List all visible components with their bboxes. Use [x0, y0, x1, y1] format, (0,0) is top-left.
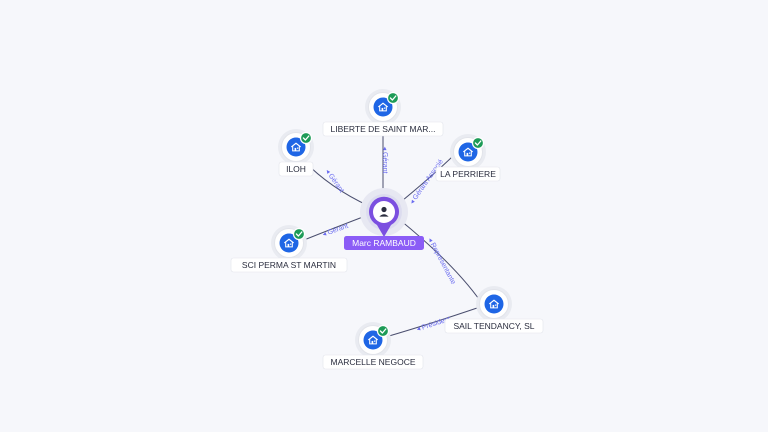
company-node-perriere[interactable]: LA PERRIERE — [435, 134, 501, 182]
building-icon-bg — [484, 294, 504, 314]
building-icon-bg — [286, 137, 306, 157]
relation-label-liberte: ◂ Gérant — [381, 147, 388, 174]
check-mark-icon — [389, 95, 397, 101]
verified-check-icon — [471, 136, 485, 150]
company-label-box — [278, 161, 314, 177]
verified-check-icon — [386, 91, 400, 105]
company-name: LIBERTE DE SAINT MAR... — [330, 124, 435, 134]
company-name: MARCELLE NEGOCE — [330, 357, 415, 367]
check-mark-icon — [474, 140, 482, 146]
verified-check-icon — [376, 324, 390, 338]
check-mark-icon — [295, 231, 303, 237]
building-icon-bg — [373, 97, 393, 117]
company-label-box — [230, 257, 348, 273]
relation-edge-marcelle — [388, 306, 481, 337]
company-name: ILOH — [286, 164, 306, 174]
person-icon-body — [379, 214, 389, 217]
company-node-iloh[interactable]: ILOH — [278, 129, 314, 177]
check-mark-icon — [379, 328, 387, 334]
person-label-box — [344, 236, 424, 250]
company-node-perma[interactable]: SCI PERMA ST MARTIN — [230, 225, 348, 273]
company-label-box — [322, 121, 444, 137]
relation-label-sail: ◂ Representante — [426, 237, 456, 286]
company-node-sail[interactable]: SAIL TENDANCY, SL — [444, 286, 544, 334]
verified-check-icon — [299, 131, 313, 145]
check-mark-icon — [302, 135, 310, 141]
company-name: LA PERRIERE — [440, 169, 496, 179]
company-node-liberte[interactable]: LIBERTE DE SAINT MAR... — [322, 89, 444, 137]
person-name: Marc RAMBAUD — [352, 238, 416, 248]
company-label-box — [444, 318, 544, 334]
relation-edge-sail — [399, 219, 482, 303]
company-label-box — [322, 354, 424, 370]
company-label-box — [435, 166, 501, 182]
relation-label-perriere: ◂ Gérant Associé — [409, 158, 445, 205]
relation-label-perma: ◂ Gérant — [322, 223, 350, 239]
verified-check-icon — [292, 227, 306, 241]
building-icon-bg — [458, 142, 478, 162]
company-name: SCI PERMA ST MARTIN — [242, 260, 336, 270]
person-node[interactable]: Marc RAMBAUD — [344, 188, 424, 250]
company-name: SAIL TENDANCY, SL — [453, 321, 534, 331]
building-icon-bg — [363, 330, 383, 350]
building-icon-bg — [279, 233, 299, 253]
company-node-marcelle[interactable]: MARCELLE NEGOCE — [322, 322, 424, 370]
person-icon — [381, 206, 387, 213]
